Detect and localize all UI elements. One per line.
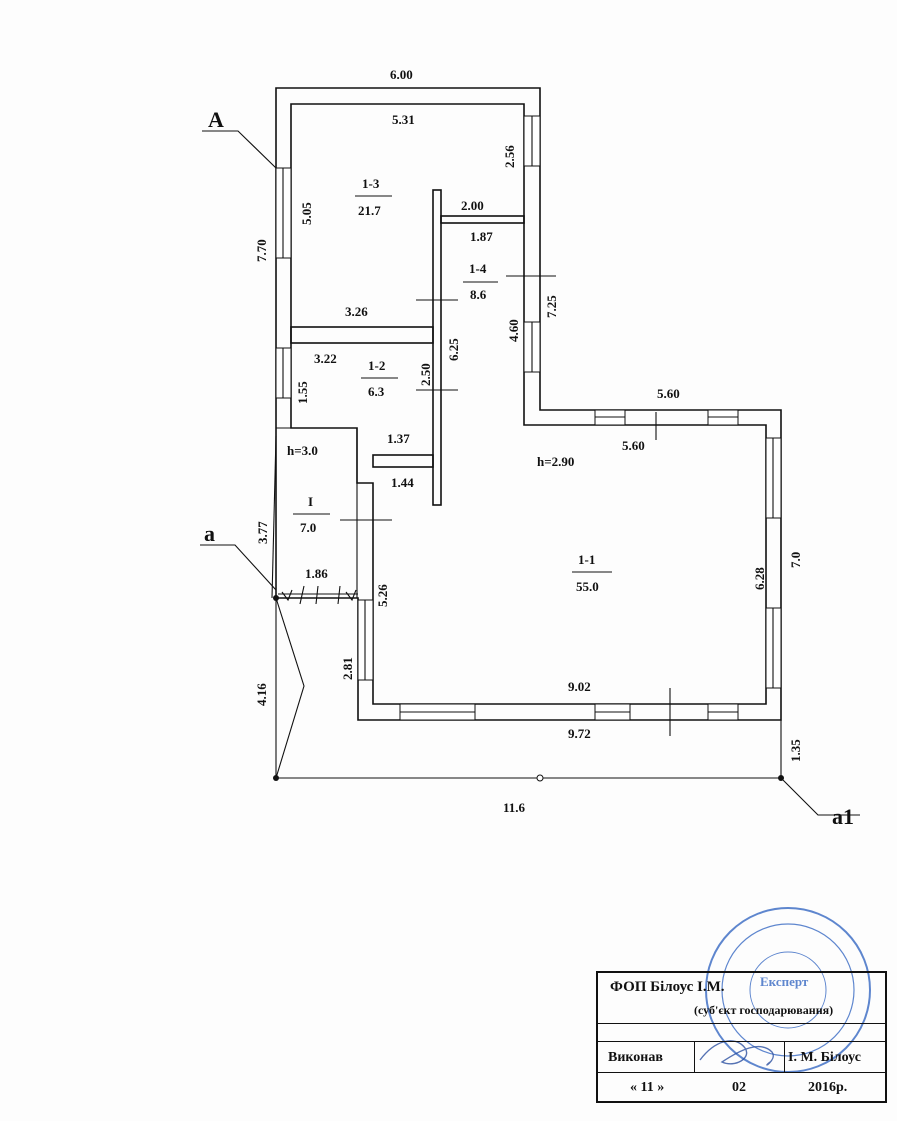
dim-label: 6.00 [390,67,413,82]
dim-label: 5.60 [622,438,645,453]
room-area: 8.6 [470,287,487,302]
title-block-row: ФОП Білоус І.М. (суб'єкт господарювання) [598,973,885,1024]
room-area: 6.3 [368,384,385,399]
dim-label: 7.25 [544,295,559,318]
partition-1-3-1-2 [290,326,434,344]
dimension-labels: 6.00 5.31 2.56 5.05 7.70 2.00 1.87 7.25 … [254,67,803,815]
dim-label: 7.70 [254,239,269,262]
dim-label: 6.28 [752,567,767,590]
dim-label: 5.05 [299,202,314,225]
title-block-row [598,1024,885,1042]
date-day: « 11 » [630,1080,665,1095]
dim-label: 3.26 [345,304,368,319]
room-1-4: 1-4 8.6 [463,261,498,302]
executor-name: І. М. Білоус [788,1050,861,1065]
room-number: 1-1 [578,552,595,567]
date-year: 2016р. [808,1080,848,1095]
porch-wall [276,427,358,598]
room-number: I [308,494,313,509]
organization-subtitle: (суб'єкт господарювання) [694,1003,834,1017]
dim-label: 2.56 [502,145,517,168]
dim-label: 1.37 [387,431,410,446]
dim-label: 5.26 [375,584,390,607]
room-area: 55.0 [576,579,599,594]
partition-hall [372,454,434,468]
walls [275,87,782,721]
dim-label: 9.72 [568,726,591,741]
partition-1-4-top [440,215,525,224]
executed-by-label: Виконав [608,1050,663,1065]
dim-label: 1.44 [391,475,414,490]
partition-vertical [432,189,442,506]
room-number: 1-3 [362,176,380,191]
dim-label: 1.35 [788,739,803,762]
room-number: 1-2 [368,358,385,373]
section-mark-a1: a1 [832,804,854,829]
windows [275,115,782,721]
dim-label: 3.22 [314,351,337,366]
section-mark-A: A [208,107,224,132]
room-area: 7.0 [300,520,316,535]
dim-label: 1.55 [295,381,310,404]
round-seal: Експерт [705,907,871,1073]
dim-label: 1.86 [305,566,328,581]
section-leaders [200,130,860,816]
door-ticks [340,275,671,736]
section-mark-a: a [204,521,215,546]
room-1-2: 1-2 6.3 [361,358,398,399]
dim-label: 2.50 [418,363,433,386]
dim-label: 7.0 [788,552,803,568]
dim-label: 5.31 [392,112,415,127]
date-month: 02 [732,1080,746,1095]
porch-stairs [271,435,358,779]
seal-text: Експерт [760,974,809,989]
dim-label: 2.81 [340,657,355,680]
height-label: h=2.90 [537,454,574,469]
dim-label: 4.16 [254,683,269,706]
organization-name: ФОП Білоус І.М. [610,979,725,995]
room-number: 1-4 [469,261,487,276]
title-block-date-row: « 11 » 02 2016р. [598,1073,885,1103]
baseline [273,595,784,782]
dim-label: 11.6 [503,800,526,815]
room-1-3: 1-3 21.7 [355,176,392,218]
dim-label: 9.02 [568,679,591,694]
title-block-row: Виконав І. М. Білоус [598,1042,885,1073]
height-label: h=3.0 [287,443,318,458]
title-block: ФОП Білоус І.М. (суб'єкт господарювання)… [596,971,887,1103]
room-porch: I 7.0 [293,494,330,535]
dim-label: 2.00 [461,198,484,213]
outer-wall [275,87,782,721]
room-area: 21.7 [358,203,381,218]
dim-label: 1.87 [470,229,493,244]
dim-label: 4.60 [506,319,521,342]
dim-label: 6.25 [446,338,461,361]
room-1-1: 1-1 55.0 [572,552,612,594]
dim-label: 5.60 [657,386,680,401]
dim-label: 3.77 [255,521,270,544]
